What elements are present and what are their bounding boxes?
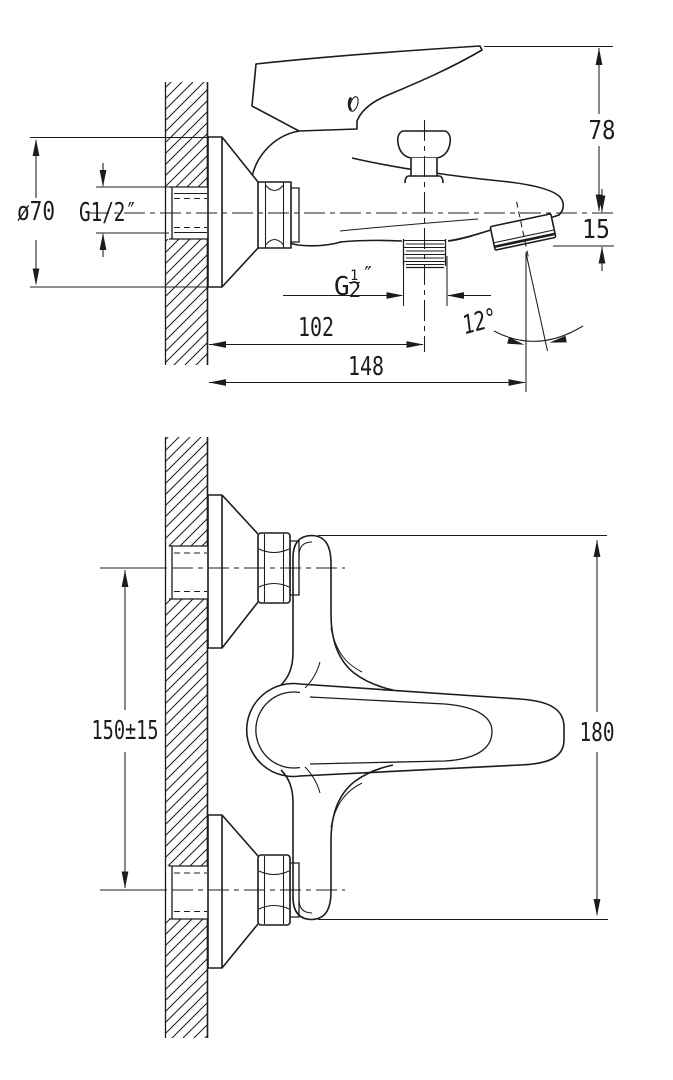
body-bottom-cap: [292, 890, 332, 921]
handle-grip-edge: [309, 696, 493, 765]
dim-wall-to-outlet: 102: [209, 313, 424, 348]
outlet-thread-denominator: 2: [349, 278, 362, 302]
spout-inner-edge: [339, 218, 479, 232]
dim-wall-to-tip: 148: [209, 352, 526, 386]
angle-arc: [493, 325, 584, 342]
side-view: 12° ø70 G1/2″ 78: [17, 45, 616, 392]
spray-angle-12deg: 12°: [459, 252, 584, 392]
dimension-flange-diameter: ø70: [17, 197, 55, 227]
inlet-pipe-top: [168, 545, 208, 600]
wall-section-side: [164, 82, 209, 365]
dimension-handle-height: 78: [589, 116, 616, 146]
dim-inlet-spacing: 150±15: [92, 567, 163, 891]
dimension-wall-to-outlet: 102: [298, 313, 334, 343]
dimension-inlet-thread: G1/2″: [79, 198, 137, 228]
dimension-inlet-spacing: 150±15: [92, 716, 159, 746]
dimension-spout-angle: 12°: [459, 303, 501, 341]
outlet-thread-prefix: G: [334, 272, 350, 302]
spray-axis-line: [525, 252, 549, 352]
dim-outlet-thread: G 1 2 ″: [283, 256, 491, 306]
outlet-thread-unit: ″: [362, 262, 374, 286]
aerator-nozzle: [489, 201, 557, 257]
handle-cap-inner-edge: [255, 691, 301, 769]
handle-lever-front: [245, 682, 565, 778]
dimension-wall-to-tip: 148: [348, 352, 384, 382]
eccentric-escutcheon-side: [207, 136, 259, 288]
handle-lever-side: [251, 45, 483, 132]
wall-hatch: [165, 239, 208, 365]
wall-hatch: [165, 918, 208, 1038]
handle-indicator-dot: [349, 96, 359, 112]
inlet-pipe-bottom: [168, 865, 208, 920]
body-top-cap: [292, 534, 332, 565]
dim-flange-diameter: ø70: [17, 136, 209, 288]
dim-spout-drop: 15: [553, 189, 614, 271]
diverter-knob: [396, 130, 452, 184]
dim-handle-height: 78: [484, 45, 616, 212]
dim-body-height: 180: [318, 534, 615, 921]
wall-section-front: [164, 437, 209, 1038]
outlet-thread-numerator: 1: [350, 268, 358, 284]
hex-nut-side: [257, 181, 300, 249]
dimension-spout-drop: 15: [582, 215, 610, 245]
faucet-body-front: [280, 534, 394, 921]
front-view: 150±15 180: [92, 437, 615, 1038]
wall-hatch: [165, 82, 208, 187]
eccentric-escutcheon-top: [207, 494, 259, 649]
dim-inlet-thread: G1/2″: [79, 163, 169, 257]
wall-hatch: [165, 437, 208, 546]
wall-hatch: [165, 599, 208, 866]
eccentric-escutcheon-bottom: [207, 814, 259, 969]
dimension-body-height: 180: [580, 718, 615, 748]
